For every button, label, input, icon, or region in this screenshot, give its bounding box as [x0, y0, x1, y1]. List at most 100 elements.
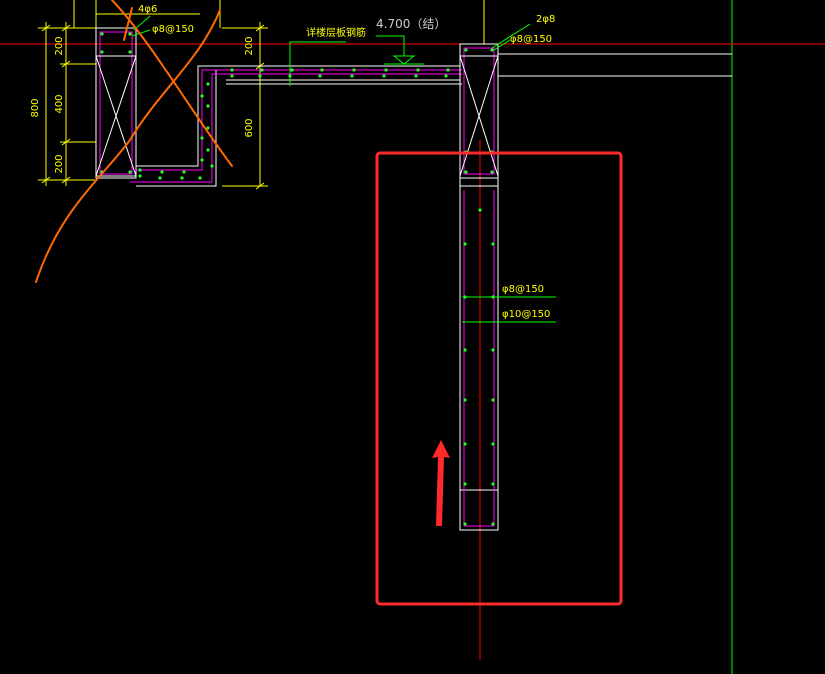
rebar-dot [478, 208, 482, 212]
dim-tick-4 [61, 176, 71, 184]
rebar-dot [446, 68, 450, 72]
leader-right-top-bars [491, 23, 531, 49]
rebar-dot [491, 442, 495, 446]
label-wall-horizontal: φ8@150 [502, 284, 544, 295]
label-elevation: 4.700（结） [376, 17, 446, 31]
rebar-dot [128, 32, 132, 36]
mid-dim-tick-3 [255, 182, 265, 190]
label-left-stirrup: φ8@150 [152, 24, 194, 35]
rebar-dot [100, 50, 104, 54]
rebar-dot [200, 158, 204, 162]
rebar-dot [128, 170, 132, 174]
rebar-dot [198, 176, 202, 180]
rebar-dot [230, 74, 234, 78]
rebar-dot [320, 68, 324, 72]
rebar-dot [463, 442, 467, 446]
center-lines [0, 43, 825, 660]
rebar-dot [230, 68, 234, 72]
u-beam-section [130, 65, 462, 187]
rebar-dot [491, 522, 495, 526]
mid-dim-tick-1 [255, 24, 265, 32]
u-beam-rebar-inner [134, 69, 462, 171]
rebar-dot [491, 482, 495, 486]
orange-sketch-marks [35, 0, 233, 283]
rebar-dot [210, 164, 214, 168]
leader-left-stirrup [131, 29, 151, 37]
rebar-dot [100, 32, 104, 36]
dim-tick-5 [41, 24, 51, 32]
rebar-dot [491, 398, 495, 402]
dim-tick-3 [61, 138, 71, 146]
rebar-dot [416, 68, 420, 72]
rebar-dot [491, 242, 495, 246]
dim-tick-2 [61, 60, 71, 68]
label-right-stirrup: φ8@150 [510, 34, 552, 45]
rebar-dot [200, 136, 204, 140]
highlight-box [375, 151, 623, 606]
rebar-dot [490, 170, 494, 174]
left-column-rebar [99, 31, 133, 175]
label-top-bars: 4φ6 [138, 4, 157, 15]
rebar-dot [138, 174, 142, 178]
rebar-dot [258, 74, 262, 78]
rebar-dot [200, 94, 204, 98]
rebar-dot [463, 398, 467, 402]
rebar-dot [414, 74, 418, 78]
rebar-dot [318, 74, 322, 78]
elevation-marker-leader [376, 35, 405, 56]
rebar-dot [384, 68, 388, 72]
right-core-diagonal-2 [459, 55, 499, 177]
annotations: 4φ6 φ8@150 详楼层板钢筋 4.700（结） 2φ8 φ8@150 φ8… [131, 4, 556, 323]
rebar-dot [206, 148, 210, 152]
rebar-dot [382, 74, 386, 78]
rebar-dot [350, 74, 354, 78]
u-beam-outline [136, 69, 461, 187]
rebar-dot [206, 104, 210, 108]
dim-mid-lower: 600 [244, 118, 255, 137]
rebar-dot [463, 522, 467, 526]
right-slab-lines [498, 53, 732, 77]
u-beam-rebar-outer [130, 73, 462, 183]
rebar-dot [352, 68, 356, 72]
rebar-dot [182, 170, 186, 174]
rebar-dot [464, 48, 468, 52]
rebar-dot [290, 68, 294, 72]
left-core-diagonal-2 [95, 55, 137, 177]
leader-right-stirrup [493, 39, 511, 51]
rebar-dot [138, 168, 142, 172]
right-column-rebar [463, 47, 495, 175]
sketch-curve-cross [111, 0, 233, 167]
rebar-dot [180, 176, 184, 180]
left-column-section [95, 27, 137, 179]
left-column-core [95, 55, 137, 177]
top-frame-lines [73, 0, 485, 44]
left-dimension-stack [38, 22, 96, 186]
dim-left-top: 200 [54, 36, 65, 55]
dim-left-bottom: 200 [54, 154, 65, 173]
rebar-dot [464, 170, 468, 174]
rebar-dot [463, 242, 467, 246]
label-slab-note: 详楼层板钢筋 [306, 26, 366, 39]
rebar-dot [444, 74, 448, 78]
rebar-dot [490, 48, 494, 52]
wall-outline [459, 177, 499, 531]
rebar-dot [128, 50, 132, 54]
rebar-dot [206, 82, 210, 86]
dim-tick-1 [61, 24, 71, 32]
rebar-dot [206, 126, 210, 130]
rebar-dot [463, 482, 467, 486]
sketch-curve-long [35, 9, 221, 283]
red-arrow-icon [432, 440, 450, 526]
elevation-triangle-icon [392, 55, 416, 65]
rebar-dot [158, 176, 162, 180]
sketch-curve-short [123, 7, 133, 41]
rebar-dot [463, 348, 467, 352]
right-wall-section [459, 43, 499, 531]
dim-tick-6 [41, 176, 51, 184]
u-beam-inner-outline [136, 65, 460, 167]
dim-mid-top: 200 [244, 36, 255, 55]
label-right-top-bars: 2φ8 [536, 14, 555, 25]
rebar-dot [260, 68, 264, 72]
leader-top-bars [133, 15, 151, 31]
